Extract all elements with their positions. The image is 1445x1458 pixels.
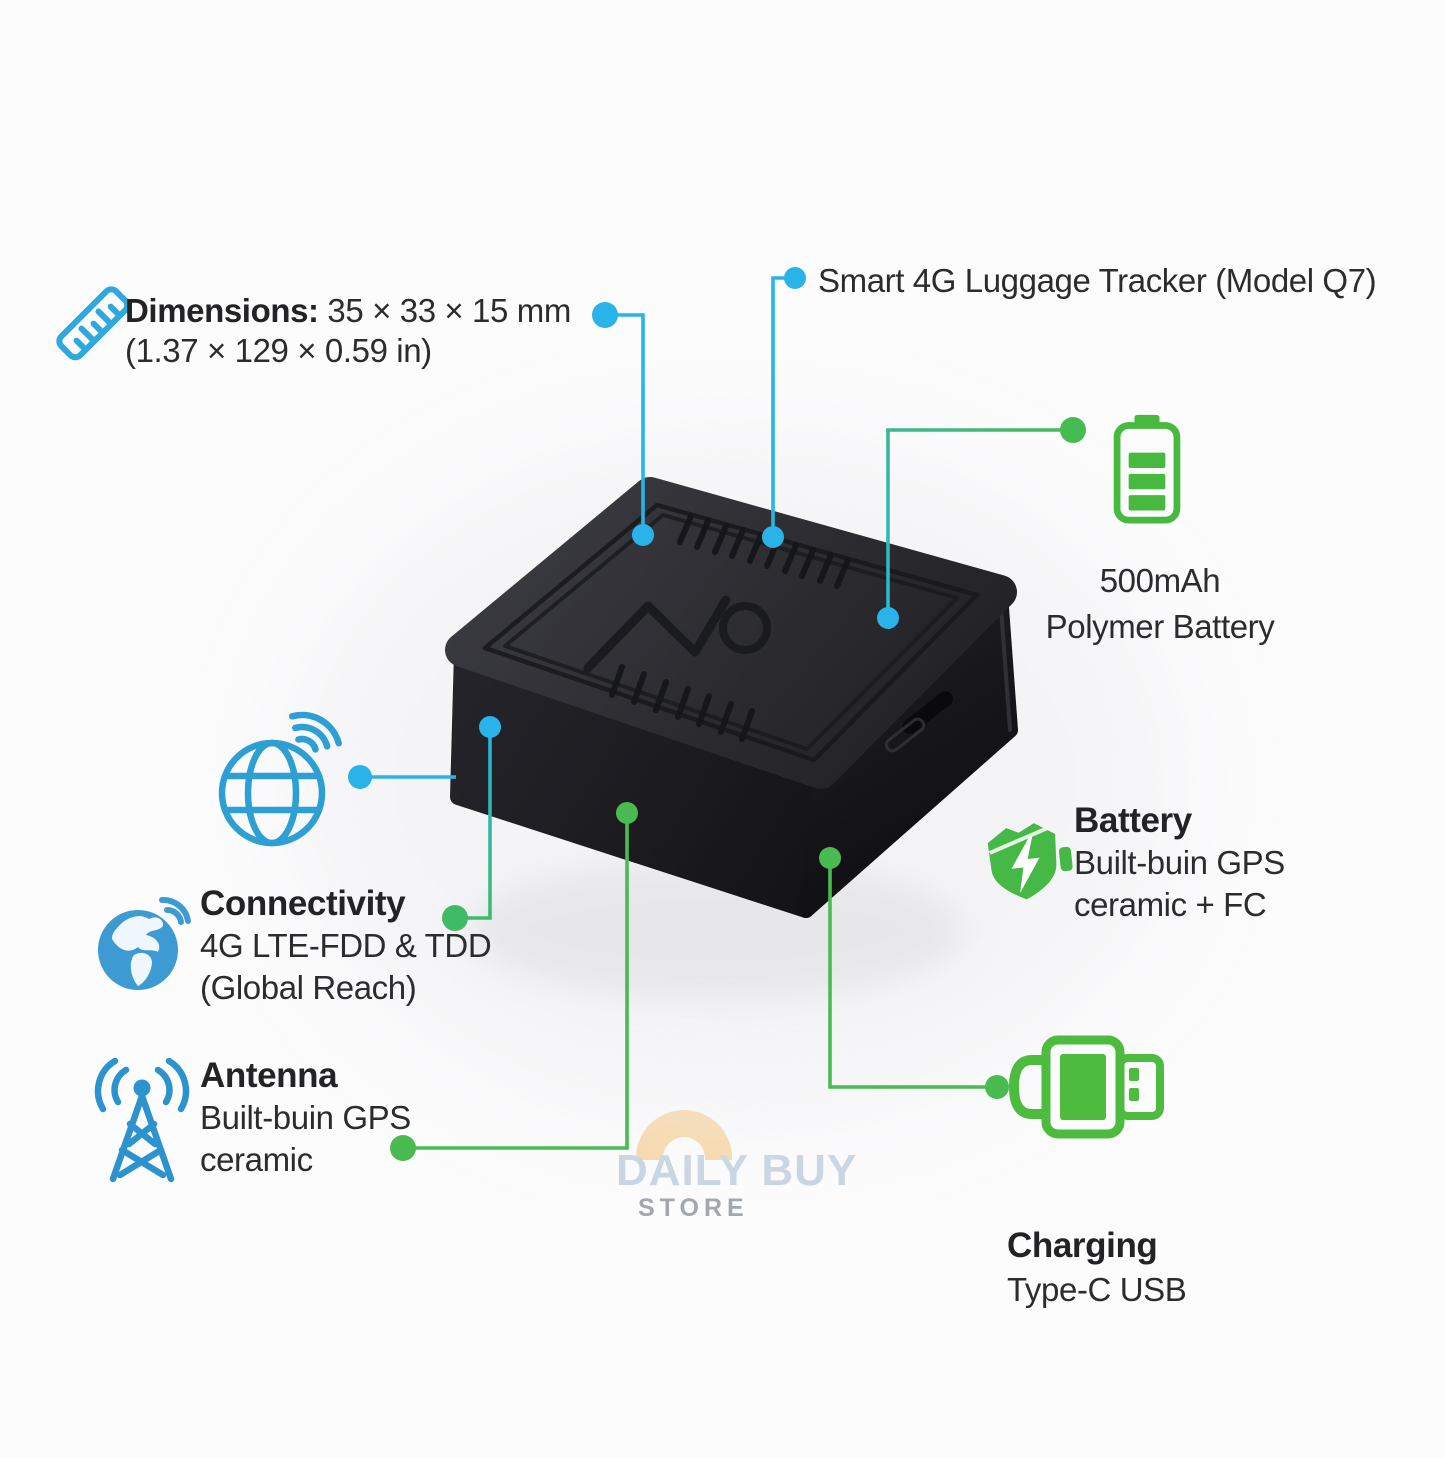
device-logo [583, 595, 731, 673]
usb-drive-icon [1008, 1035, 1164, 1139]
antenna-callout: Antenna Built-buin GPS ceramic [200, 1055, 411, 1181]
dimensions-value: 35 × 33 × 15 mm [327, 292, 571, 329]
ruler-icon [56, 286, 131, 361]
device-logo-ring [719, 602, 771, 654]
connector-product [762, 267, 806, 548]
device-illustration [285, 430, 1185, 1130]
device-hatch-bottom [609, 664, 755, 742]
radio-tower-icon [94, 1058, 190, 1183]
connectivity-line1: 4G LTE-FDD & TDD [200, 927, 492, 964]
dimensions-label: Dimensions: [125, 292, 319, 329]
connectivity-line2: (Global Reach) [200, 969, 417, 1006]
antenna-line1: Built-buin GPS [200, 1099, 411, 1136]
product-title: Smart 4G Luggage Tracker (Model Q7) [818, 262, 1377, 299]
battery-line1: Built-buin GPS [1074, 844, 1285, 881]
connector-battery-capacity [877, 417, 1086, 629]
device-edge-highlight [998, 592, 1012, 732]
watermark-sub: STORE [638, 1194, 749, 1222]
connector-dimensions [592, 302, 654, 546]
device-groove-inner [503, 513, 959, 751]
battery-capacity-line2: Polymer Battery [1045, 608, 1275, 645]
charging-line1: Type-C USB [1007, 1271, 1187, 1308]
dimensions-line2: (1.37 × 129 × 0.59 in) [125, 332, 432, 369]
dimensions-callout: Dimensions: 35 × 33 × 15 mm (1.37 × 129 … [125, 291, 571, 371]
connector-connectivity [442, 716, 501, 931]
antenna-title: Antenna [200, 1056, 338, 1095]
battery-shield-icon [987, 823, 1073, 900]
connector-antenna [390, 802, 638, 1161]
connector-globe [348, 765, 456, 789]
battery-line2: ceramic + FC [1074, 886, 1267, 923]
watermark-brand: DAILY BUY [616, 1146, 858, 1195]
antenna-line2: ceramic [200, 1141, 313, 1178]
battery-capacity-callout: 500mAh Polymer Battery [1000, 558, 1320, 650]
device-side-tab [884, 717, 926, 753]
battery-title: Battery [1074, 801, 1192, 840]
battery-callout: Battery Built-buin GPS ceramic + FC [1074, 800, 1285, 926]
connectivity-callout: Connectivity 4G LTE-FDD & TDD (Global Re… [200, 883, 492, 1009]
charging-callout: Charging Type-C USB [1007, 1224, 1187, 1312]
connector-charging [819, 847, 1009, 1099]
globe-wifi-icon [218, 711, 342, 847]
earth-signal-icon [98, 896, 191, 990]
device-hatch-top [677, 513, 851, 589]
device-groove-outer [482, 502, 980, 763]
battery-capacity-line1: 500mAh [1099, 562, 1221, 599]
battery-level-icon [1113, 414, 1181, 524]
device-shadow [465, 860, 965, 1000]
connectivity-title: Connectivity [200, 884, 406, 923]
charging-title: Charging [1007, 1226, 1158, 1265]
device-strap-slot [902, 691, 953, 734]
dimensions-line1: Dimensions: 35 × 33 × 15 mm [125, 291, 571, 331]
